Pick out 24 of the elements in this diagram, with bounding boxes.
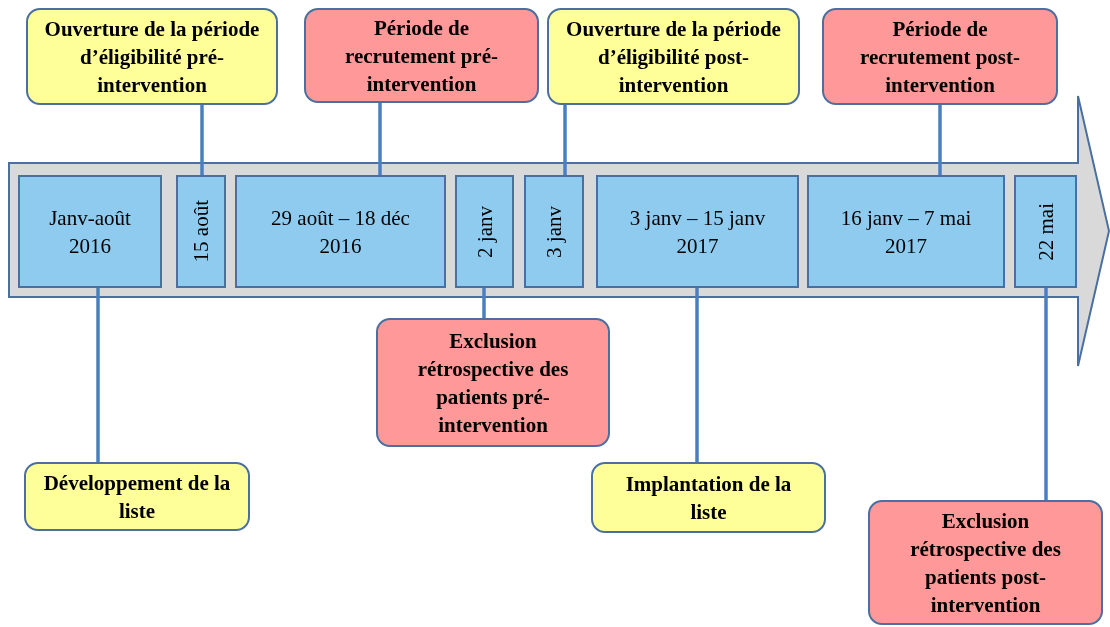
connector-line [200,105,204,175]
connector-line [1044,288,1048,500]
connector-line [563,105,567,175]
callout-box: Exclusion rétrospective des patients pré-intervention [376,318,610,447]
date-box: Janv-août 2016 [18,175,162,288]
date-box: 2 janv [455,175,514,288]
connector-line [695,288,699,462]
callout-box: Implantation de la liste [591,462,826,533]
date-box: 3 janv [524,175,584,288]
callout-box: Période de recrutement pré-intervention [304,8,539,103]
connector-line [96,288,100,462]
date-box: 22 mai [1014,175,1077,288]
callout-box: Développement de la liste [24,462,250,531]
callout-box: Exclusion rétrospective des patients post-intervention [868,500,1103,625]
date-box: 29 août – 18 déc 2016 [235,175,446,288]
connector-line [378,103,382,175]
callout-box: Ouverture de la période d’éligibilité post-intervention [547,8,800,105]
connector-line [938,105,942,175]
connector-line [482,288,486,318]
date-box: 15 août [176,175,226,288]
callout-box: Ouverture de la période d’éligibilité pré-intervention [26,8,278,105]
callout-box: Période de recrutement post-intervention [822,8,1058,105]
date-box: 3 janv – 15 janv 2017 [596,175,799,288]
date-box: 16 janv – 7 mai 2017 [807,175,1005,288]
